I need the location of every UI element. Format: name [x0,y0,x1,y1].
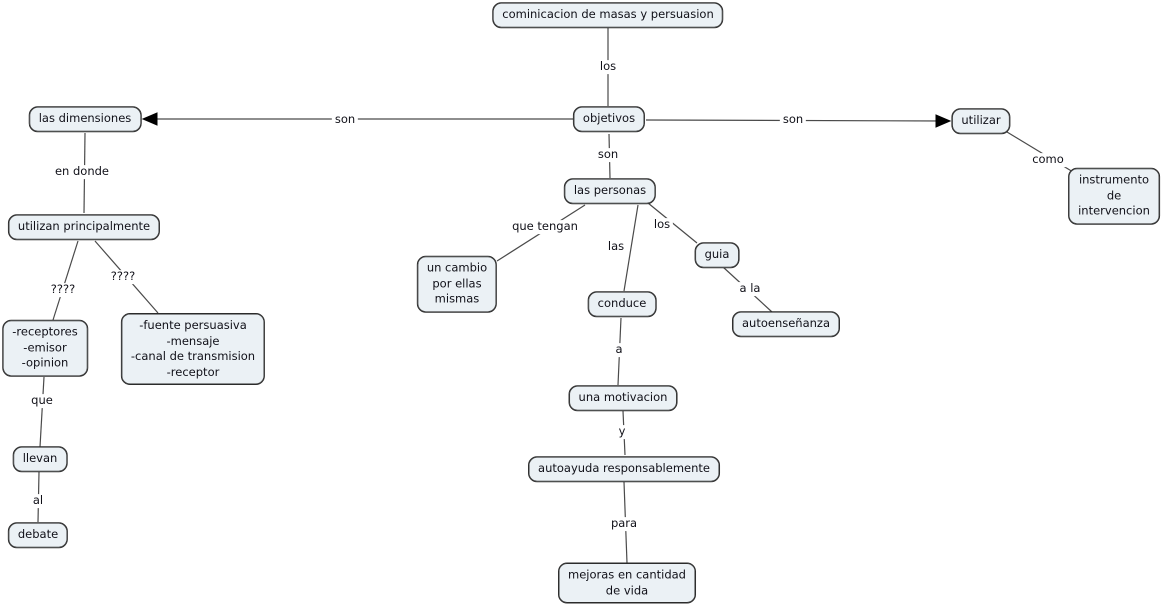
node-una-motivacion[interactable]: una motivacion [568,385,678,411]
node-fuente-persuasiva-lista[interactable]: -fuente persuasiva -mensaje -canal de tr… [120,312,266,386]
connector-line [39,376,45,448]
edge-label-al[interactable]: al [29,493,47,508]
edge-label-y[interactable]: y [615,424,629,439]
node-conduce[interactable]: conduce [587,291,657,317]
arrowhead-icon [141,112,158,126]
node-las-dimensiones[interactable]: las dimensiones [28,106,142,132]
edge-label-que[interactable]: que [28,393,56,408]
node-autoayuda-responsablemente[interactable]: autoayuda responsablemente [528,456,720,482]
edge-label-los-guia[interactable]: los [650,217,674,232]
edge-label-para[interactable]: para [607,516,641,531]
edge-label-las[interactable]: las [604,239,628,254]
edge-label-a-la[interactable]: a la [736,281,764,296]
node-utilizan-principalmente[interactable]: utilizan principalmente [7,214,161,240]
edge-label-son-right[interactable]: son [779,112,807,127]
edge-label-los-root[interactable]: los [596,59,620,74]
edge-label-son-left[interactable]: son [331,112,359,127]
node-mejoras-en-cantidad-de-vida[interactable]: mejoras en cantidad de vida [558,562,696,604]
edge-label-que-tengan[interactable]: que tengan [509,219,581,234]
node-objetivos[interactable]: objetivos [572,106,646,132]
edge-label-son-middle[interactable]: son [594,147,622,162]
node-guia[interactable]: guia [694,242,740,268]
node-las-personas[interactable]: las personas [563,178,657,204]
connector-line [52,240,79,321]
node-receptores-emisor-opinion[interactable]: -receptores -emisor -opinion [2,319,88,377]
node-instrumento-de-intervencion[interactable]: instrumento de intervencion [1068,167,1160,225]
node-un-cambio-por-ellas-mismas[interactable]: un cambio por ellas mismas [416,255,498,313]
edge-label-en-donde[interactable]: en donde [51,164,113,179]
node-debate[interactable]: debate [7,522,69,548]
connector-line [623,204,639,292]
edge-label-question-right[interactable]: ???? [107,269,139,284]
node-autoensenanza[interactable]: autoenseñanza [731,311,841,337]
edge-label-como[interactable]: como [1029,152,1067,167]
node-llevan[interactable]: llevan [12,446,68,472]
edge-label-question-left[interactable]: ???? [47,282,79,297]
node-utilizar[interactable]: utilizar [951,108,1011,134]
node-cominicacion-de-masas[interactable]: cominicacion de masas y persuasion [492,2,724,28]
edge-label-a[interactable]: a [612,342,626,357]
arrowhead-icon [935,114,952,128]
